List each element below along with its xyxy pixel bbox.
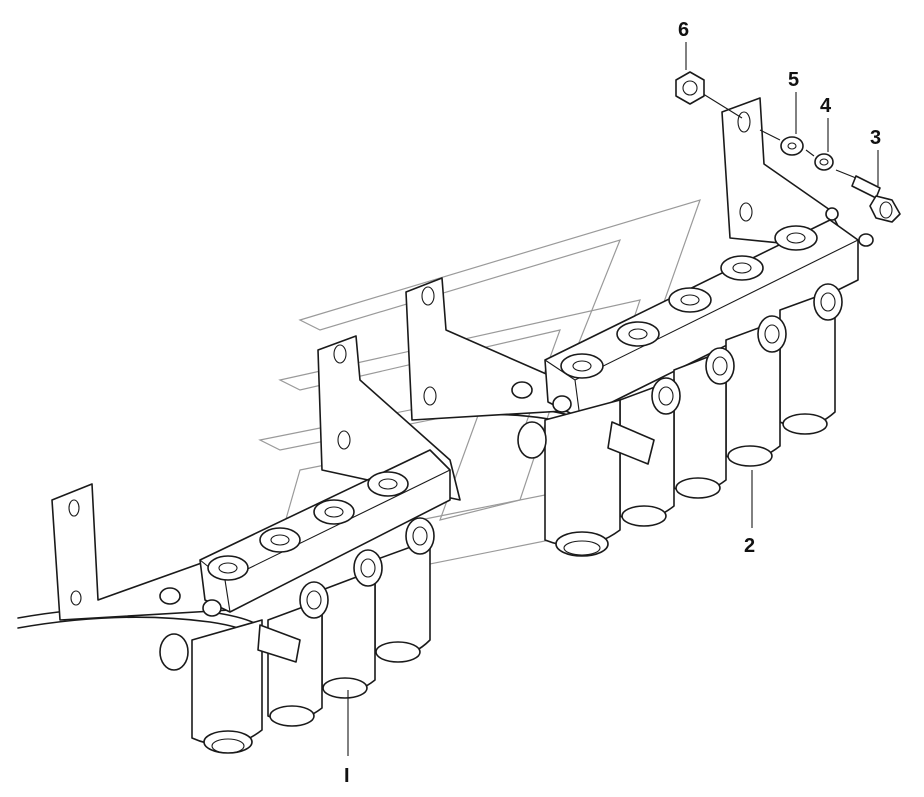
right-side-ports: [517, 283, 843, 459]
flat-washer-part-5: [780, 136, 804, 156]
callout-2: 2: [744, 535, 755, 557]
hardware-exploded: [675, 71, 901, 223]
callout-6: 6: [678, 19, 689, 41]
callout-4: 4: [820, 95, 832, 117]
left-side-ports: [159, 517, 435, 671]
left-rail-ports: [207, 471, 409, 581]
lock-washer-part-4: [814, 153, 834, 171]
callouts: 6 5 4 3 2 I: [344, 19, 881, 787]
callout-3: 3: [870, 127, 881, 149]
right-connector: [607, 421, 655, 465]
callout-1: I: [344, 765, 350, 787]
bolt-part-3: [851, 175, 901, 223]
right-rail-ports: [560, 225, 818, 379]
nut-part-6: [675, 71, 705, 105]
right-valve-assembly: [405, 97, 874, 557]
left-valve-cylinders: [191, 539, 431, 754]
left-connector: [257, 624, 301, 663]
callout-5: 5: [788, 69, 799, 91]
left-valve-assembly: [51, 335, 461, 754]
